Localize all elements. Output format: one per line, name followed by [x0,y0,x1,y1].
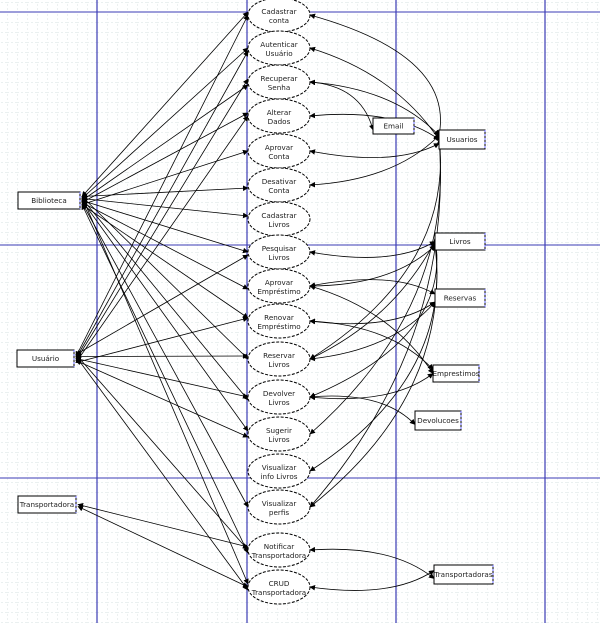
use-case-label: conta [269,16,289,25]
entity-label: Emprestimos [432,369,479,378]
use-case-label: Conta [268,186,289,195]
entity-label: Reservas [444,294,477,303]
use-case-ellipse [247,341,311,377]
use-case-label: Visualizar [262,463,297,472]
use-case-label: Devolver [263,389,295,398]
use-case-ellipse [247,416,311,452]
entity-label: Usuarios [446,135,477,144]
use-case-label: info Livros [261,472,298,481]
use-case-label: Transportadora [251,588,306,597]
connection-lines [75,11,443,591]
use-case-label: Alterar [267,108,292,117]
diagram-nodes: CadastrarcontaAutenticarUsuárioRecuperar… [16,0,494,605]
actor-biblioteca[interactable]: Biblioteca [17,191,81,210]
actor-label: Transportadora [19,500,74,509]
use-case-label: Empréstimo [257,287,300,296]
entity-label: Transportadoras [433,570,492,579]
use-case-label: Usuário [265,49,292,58]
use-case-label: Transportadora [251,551,306,560]
use-case-ellipse [247,532,311,568]
entity-devolucoes[interactable]: Devolucoes [414,410,462,431]
use-case-label: Aprovar [265,143,293,152]
use-case-ellipse [247,379,311,415]
use-case-label: Reservar [263,351,295,360]
actor-usuario[interactable]: Usuário [16,349,75,368]
use-case-label: Conta [268,152,289,161]
entity-usuarios[interactable]: Usuarios [438,129,486,150]
entity-emprestimos[interactable]: Emprestimos [432,364,480,383]
entity-livros[interactable]: Livros [434,232,486,251]
actor-label: Usuário [32,354,59,363]
use-case-label: Cadastrar [261,7,296,16]
entity-transportadoras[interactable]: Transportadoras [433,564,494,585]
use-case-label: Pesquisar [262,244,297,253]
use-case-label: Desativar [262,177,297,186]
use-case-label: Livros [268,435,289,444]
use-case-label: CRUD [269,579,290,588]
use-case-label: Livros [268,220,289,229]
use-case-ellipse [247,98,311,134]
use-case-label: Renovar [264,313,294,322]
actor-label: Biblioteca [31,196,66,205]
use-case-label: Livros [268,398,289,407]
entity-link-uc17-transportadoras [309,570,435,591]
use-case-label: Autenticar [260,40,297,49]
entity-link-uc15-livros [309,240,439,508]
entity-label: Livros [449,237,470,246]
actor-link-transportadora-uc17 [77,506,249,588]
use-case-label: Livros [268,360,289,369]
use-case-label: Notificar [264,542,294,551]
use-case-label: Aprovar [265,278,293,287]
use-case-ellipse [247,268,311,304]
use-case-label: Sugerir [266,426,292,435]
entity-label: Email [384,122,404,131]
entity-label: Devolucoes [417,416,459,425]
use-case-ellipse [247,489,311,525]
use-case-label: Cadastrar [261,211,296,220]
entity-email[interactable]: Email [372,117,415,135]
use-case-label: Visualizar [262,499,297,508]
use-case-ellipse [247,453,311,489]
use-case-label: Livros [268,253,289,262]
use-case-ellipse [247,569,311,605]
use-case-label: perfis [269,508,289,517]
use-case-label: Senha [268,83,291,92]
entity-reservas[interactable]: Reservas [434,288,486,308]
use-case-ellipse [247,303,311,339]
use-case-label: Dados [268,117,291,126]
actor-transportadora[interactable]: Transportadora [17,495,77,514]
use-case-label: Empréstimo [257,322,300,331]
use-case-label: Recuperar [261,74,298,83]
